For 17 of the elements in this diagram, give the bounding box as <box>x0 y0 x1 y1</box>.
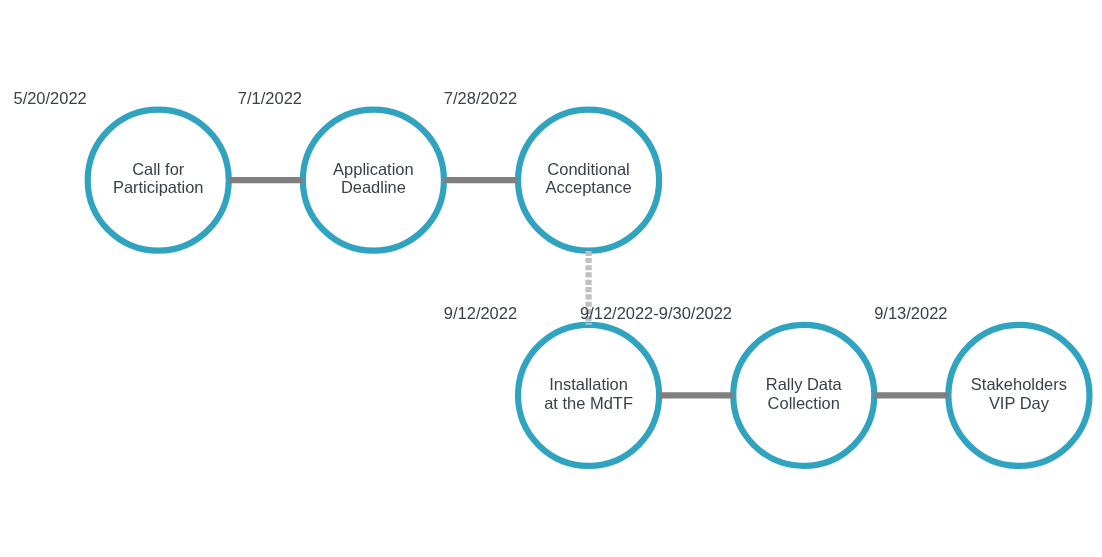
node-label: 7/28/2022 <box>443 89 518 108</box>
node-circle: Rally Data Collection <box>730 321 878 469</box>
node-circle: Installation at the MdTF <box>514 321 663 469</box>
connector <box>444 177 518 184</box>
node-circle: Application Deadline <box>299 106 447 254</box>
node-label: 9/12/2022 <box>443 304 518 323</box>
connector <box>874 392 949 399</box>
node-circle: Call for Participation <box>84 106 232 254</box>
node-label: 9/13/2022 <box>874 304 948 323</box>
node-label: 5/20/2022 <box>13 89 87 108</box>
node-label: 7/1/2022 <box>237 89 302 108</box>
node-label: 9/12/2022-9/30/2022 <box>580 304 733 323</box>
connector <box>585 251 592 325</box>
connector <box>228 177 303 184</box>
node-circle: Conditional Acceptance <box>514 106 663 254</box>
connector <box>659 392 734 399</box>
node-circle: Stakeholders VIP Day <box>945 321 1093 469</box>
